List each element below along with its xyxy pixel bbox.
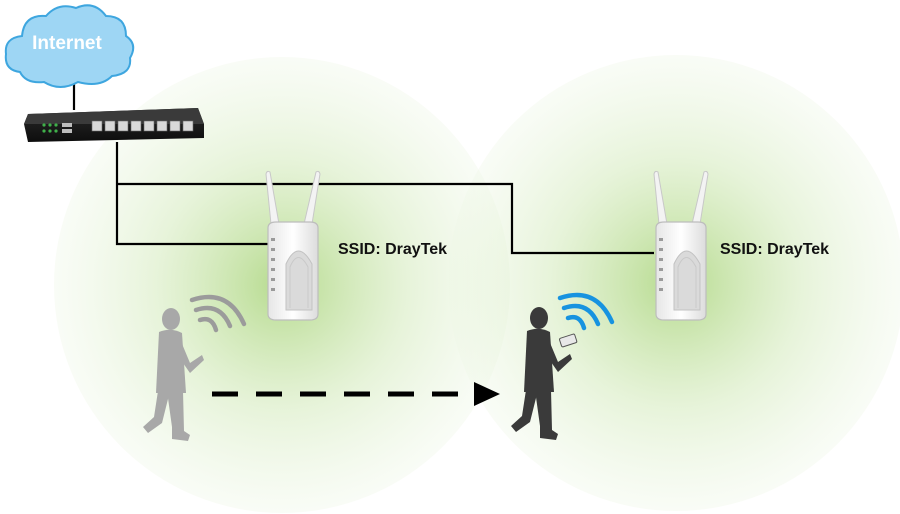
router-status-leds xyxy=(42,123,58,133)
internet-label: Internet xyxy=(32,33,102,54)
tablet-device xyxy=(559,333,578,348)
ssid-label-right: SSID: DrayTek xyxy=(720,241,829,258)
ssid-label-left: SSID: DrayTek xyxy=(338,241,447,258)
internet-cloud: Internet xyxy=(4,4,135,88)
router xyxy=(24,108,204,142)
wifi-signal-icon-active xyxy=(557,292,615,331)
router-ethernet-ports xyxy=(91,120,194,132)
roaming-direction-arrow xyxy=(212,382,500,406)
wifi-signal-icon-inactive xyxy=(189,294,247,333)
